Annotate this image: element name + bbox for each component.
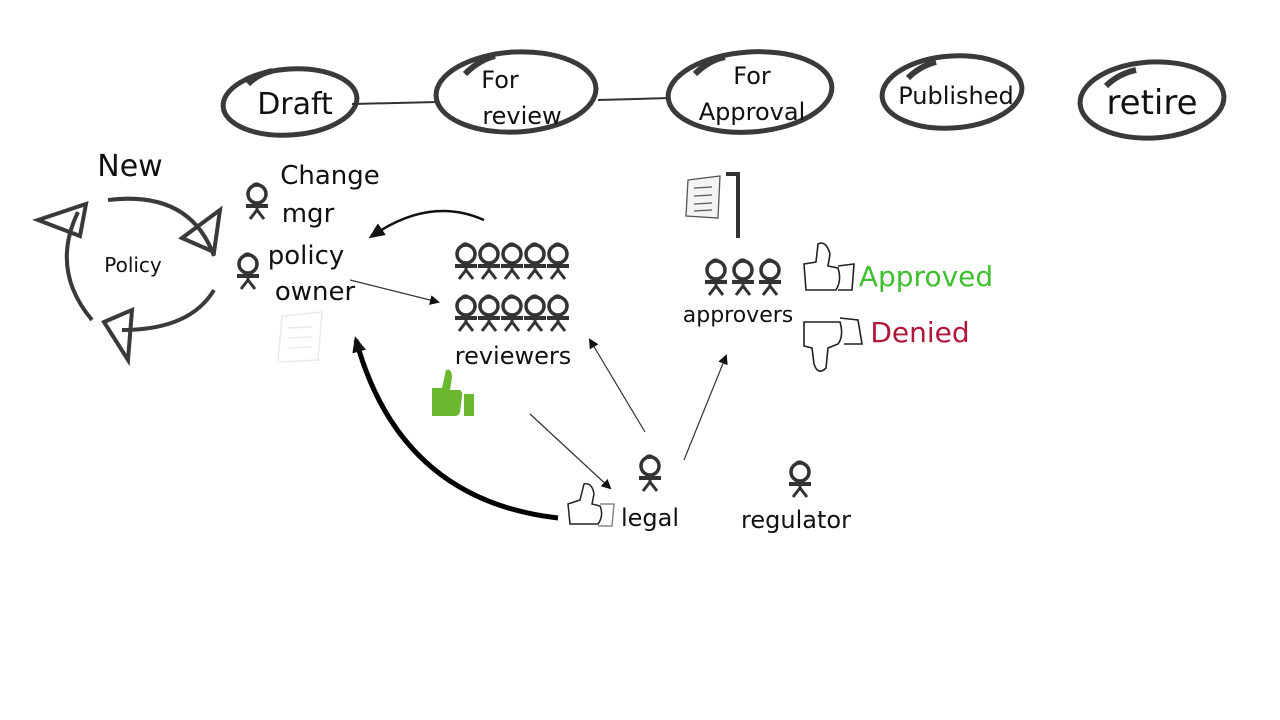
arrow-to-legal [529,413,612,490]
denied-label: Denied [870,316,969,349]
person-figure [757,257,783,297]
person-figure [545,293,571,333]
change-mgr-label: mgr [282,199,335,229]
person-figure [522,293,548,333]
person-figure [499,241,525,281]
cycle-heading: New [97,149,162,184]
approved-label: Approved [859,260,993,293]
policy-document-icon [685,175,721,219]
stage-published[interactable]: Published [879,51,1025,133]
post-icon [726,172,740,238]
approvers-label: approvers [683,303,794,328]
person-figure [499,293,525,333]
thumbs-down-outline-icon [803,317,863,372]
arrow-owner-to-reviewers [349,279,440,305]
person-figure [476,293,502,333]
person-figure [476,241,502,281]
policy-cycle-icon [32,196,223,367]
regulator-label: regulator [741,506,851,534]
person-figure [522,241,548,281]
legal-figure [637,453,663,493]
stage-label: For [733,62,771,90]
approvers-group [703,257,783,297]
person-figure [730,257,756,297]
green-thumbs-up-icon [432,369,474,416]
reviewers-label: reviewers [455,342,572,370]
person-figure [545,241,571,281]
stage-label: review [482,102,561,130]
policy-owner-label: owner [275,277,356,307]
connector-line [597,97,671,101]
legal-label: legal [621,504,679,532]
stage-label: Draft [257,87,333,122]
person-figure [453,293,479,333]
stage-draft[interactable]: Draft [220,64,360,139]
person-figure [703,257,729,297]
stage-label: For [481,66,519,94]
connector-line [351,101,438,105]
reviewers-group [453,241,571,333]
arrow-reviewers-to-change-mgr [368,209,485,239]
stage-label: Approval [699,98,806,126]
arrow-legal-to-owner [352,336,559,521]
legal-thumbs-up-icon [567,482,615,527]
person-figure [453,241,479,281]
arrow-legal-to-reviewers [588,338,646,433]
thumbs-up-outline-icon [803,242,855,291]
stage-for-review[interactable]: For review [433,48,599,136]
faded-document-icon [277,311,323,363]
stage-for-approval[interactable]: For Approval [665,46,835,137]
policy-owner-figure [235,251,261,291]
stage-label: Published [898,82,1014,110]
change-mgr-label: Change [280,161,380,191]
regulator-figure [787,459,813,499]
arrow-legal-to-approvers [683,354,728,461]
change-mgr-figure [244,181,270,221]
cycle-center-label: Policy [104,253,162,277]
stage-retire[interactable]: retire [1077,58,1227,141]
policy-owner-label: policy [268,241,345,271]
stage-label: retire [1106,83,1197,123]
